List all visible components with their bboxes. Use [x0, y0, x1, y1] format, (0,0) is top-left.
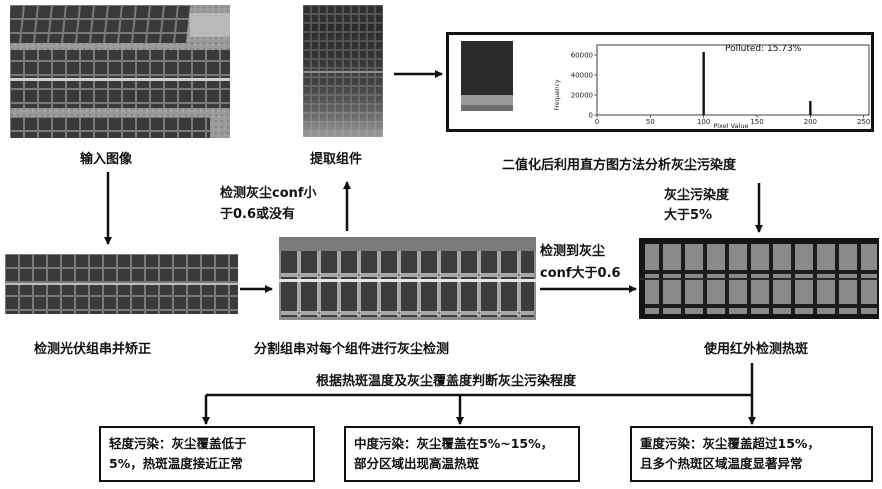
infrared-image — [639, 238, 879, 319]
outcome-medium: 中度污染：灰尘覆盖在5%~15%， 部分区域出现高温热斑 — [344, 426, 580, 482]
outcome-light-line2: 5%，热斑温度接近正常 — [109, 454, 305, 474]
y-tick-label: 60000 — [571, 52, 593, 60]
single-pv-module — [303, 5, 383, 137]
segment-detect-label: 分割组串对每个组件进行灰尘检测 — [254, 338, 449, 357]
edge-conf-high-line2: conf大于0.6 — [540, 262, 621, 281]
detect-correct-label: 检测光伏组串并矫正 — [34, 338, 151, 357]
infrared-label: 使用红外检测热斑 — [704, 338, 808, 357]
extracted-component-image — [303, 5, 383, 137]
input-image — [10, 5, 230, 138]
outcome-heavy: 重度污染：灰尘覆盖超过15%， 且多个热斑区域温度显著异常 — [630, 426, 873, 482]
histogram-bar — [809, 101, 811, 115]
edge-dust-pollution-line2: 大于5% — [664, 204, 712, 223]
y-tick-label: 40000 — [571, 72, 593, 80]
edge-conf-low-line1: 检测灰尘conf小 — [220, 182, 317, 201]
x-tick-label: 150 — [750, 118, 763, 126]
outcome-light-line1: 轻度污染：灰尘覆盖低于 — [109, 434, 305, 454]
edge-conf-low-line2: 于0.6或没有 — [220, 203, 295, 222]
y-tick-label: 20000 — [571, 92, 593, 100]
y-tick-label: 0 — [589, 112, 593, 120]
x-tick-label: 250 — [857, 118, 870, 126]
aerial-pv-photo — [10, 5, 230, 138]
segmented-string-image — [279, 237, 536, 320]
histogram-chart: Polluted: 15.73% Frequency Pixel Value 0… — [449, 35, 877, 135]
outcome-light: 轻度污染：灰尘覆盖低于 5%，热斑温度接近正常 — [99, 426, 315, 482]
chart-annotation: Polluted: 15.73% — [725, 44, 802, 54]
pv-string-photo — [5, 254, 238, 314]
x-axis-label: Pixel Value — [714, 122, 749, 130]
histogram-panel: Polluted: 15.73% Frequency Pixel Value 0… — [446, 32, 874, 132]
edge-conf-high-line1: 检测到灰尘 — [540, 240, 605, 259]
outcome-heavy-line2: 且多个热斑区域温度显著异常 — [640, 454, 863, 474]
x-tick-label: 50 — [646, 118, 655, 126]
x-tick-label: 100 — [697, 118, 710, 126]
judge-label: 根据热斑温度及灰尘覆盖度判断灰尘污染程度 — [316, 370, 576, 389]
edge-dust-pollution-line1: 灰尘污染度 — [664, 184, 729, 203]
input-image-label: 输入图像 — [80, 148, 132, 167]
infrared-photo — [639, 238, 879, 319]
outcome-heavy-line1: 重度污染：灰尘覆盖超过15%， — [640, 434, 863, 454]
x-tick-label: 0 — [595, 118, 599, 126]
y-axis-label: Frequency — [554, 79, 561, 110]
segmented-string-photo — [279, 237, 536, 320]
histogram-bar — [702, 52, 704, 115]
x-tick-label: 200 — [804, 118, 817, 126]
outcome-medium-line2: 部分区域出现高温热斑 — [354, 454, 570, 474]
outcome-medium-line1: 中度污染：灰尘覆盖在5%~15%， — [354, 434, 570, 454]
extract-component-label: 提取组件 — [310, 148, 362, 167]
plot-area — [597, 45, 869, 115]
binarize-analysis-label: 二值化后利用直方图方法分析灰尘污染度 — [502, 154, 736, 173]
pv-string-image — [5, 254, 238, 314]
